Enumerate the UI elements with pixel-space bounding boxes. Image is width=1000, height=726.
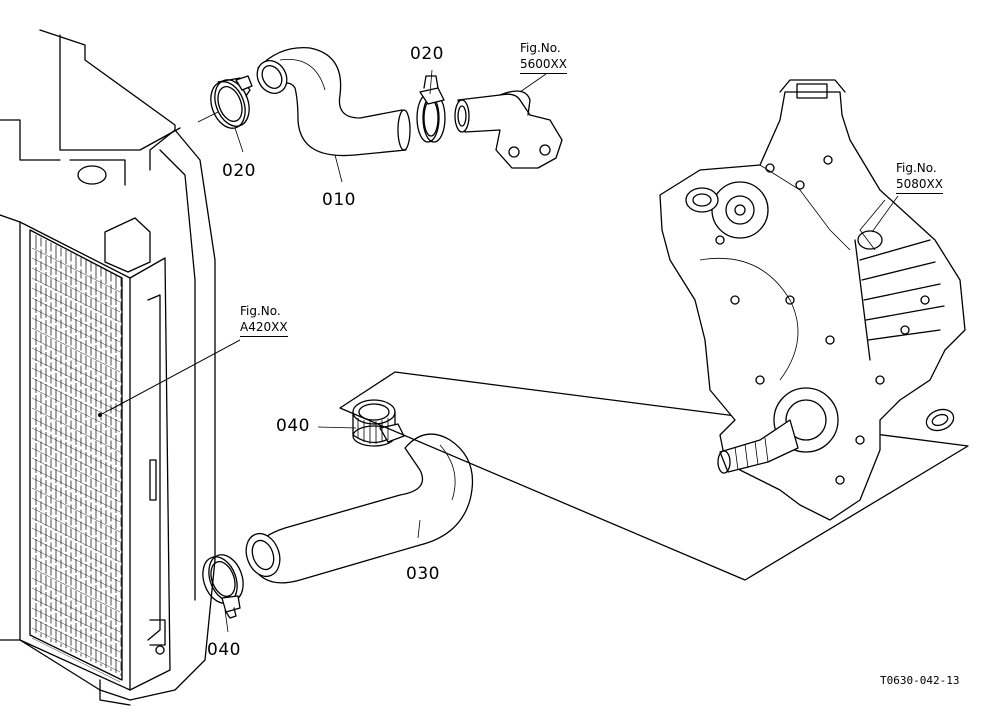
figure-ref-title: Fig.No. <box>240 304 281 318</box>
radiator-fins <box>31 235 122 683</box>
figure-ref-number: A420XX <box>240 319 288 338</box>
figure-ref-thermostat-housing: Fig.No. 5600XX <box>520 40 567 75</box>
hose-010 <box>256 47 411 157</box>
clamp-040-upper <box>352 399 405 447</box>
engine-drawing <box>339 79 969 581</box>
part-label-030: 030 <box>406 564 440 584</box>
part-label-040-upper: 040 <box>276 416 310 436</box>
clamp-020-left <box>210 75 253 129</box>
thermostat-housing <box>454 90 563 169</box>
hose-030 <box>245 433 474 584</box>
figure-ref-number: 5600XX <box>520 56 567 75</box>
figure-ref-number: 5080XX <box>896 176 943 195</box>
part-label-010: 010 <box>322 190 356 210</box>
part-label-040-lower: 040 <box>207 640 241 660</box>
clamp-040-lower <box>202 554 244 619</box>
radiator-drawing <box>0 29 216 706</box>
figure-ref-engine: Fig.No. 5080XX <box>896 160 943 195</box>
part-label-020-left: 020 <box>222 161 256 181</box>
figure-ref-title: Fig.No. <box>520 41 561 55</box>
part-label-020-right: 020 <box>410 44 444 64</box>
figure-ref-title: Fig.No. <box>896 161 937 175</box>
leader-lines <box>98 69 899 633</box>
clamp-020-right <box>416 75 446 143</box>
figure-ref-radiator: Fig.No. A420XX <box>240 303 288 338</box>
drawing-code: T0630-042-13 <box>880 674 960 687</box>
